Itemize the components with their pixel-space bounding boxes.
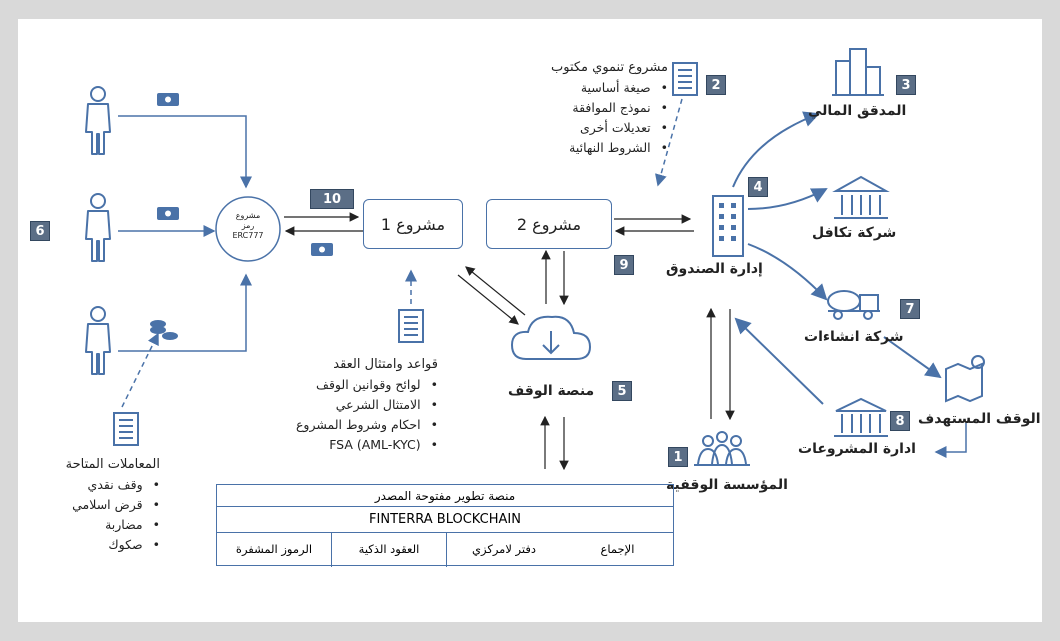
coins-icon <box>150 320 178 340</box>
list-item: مضاربة <box>34 515 160 535</box>
token-circle-line: مشروع <box>235 211 261 220</box>
cement-truck-icon <box>827 290 880 320</box>
rules-doc-list: قواعد وامتثال العقد لوائح وقوانين الوقف … <box>268 355 438 455</box>
blockchain-cell: دفتر لامركزي <box>446 533 561 567</box>
person-icon <box>85 306 111 375</box>
list-item: صكوك <box>34 535 160 555</box>
list-item: صيغة أساسية <box>498 78 668 98</box>
office-building-icon <box>712 195 744 257</box>
transactions-list: المعاملات المتاحة وقف نقدي قرض اسلامي مض… <box>34 455 160 555</box>
project-doc-heading: مشروع تنموي مكتوب <box>551 60 668 75</box>
money-icon <box>311 243 333 256</box>
blockchain-row: FINTERRA BLOCKCHAIN <box>217 507 673 533</box>
person-icon <box>85 86 111 155</box>
token-circle-line: رمز <box>241 221 255 230</box>
rules-doc-heading: قواعد وامتثال العقد <box>333 357 438 372</box>
badge-1: 1 <box>668 447 688 467</box>
badge-6: 6 <box>30 221 50 241</box>
blockchain-cells-row: الإجماع دفتر لامركزي العقود الذكية الرمو… <box>217 533 673 567</box>
transactions-heading: المعاملات المتاحة <box>65 457 160 472</box>
badge-7: 7 <box>900 299 920 319</box>
badge-9: 9 <box>614 255 634 275</box>
auditor-label: المدقق المالي <box>808 103 907 119</box>
badge-8: 8 <box>890 411 910 431</box>
money-icon <box>157 93 179 106</box>
list-item: تعديلات أخرى <box>498 118 668 138</box>
person-icon <box>85 193 111 262</box>
cloud-download-icon <box>510 315 592 360</box>
badge-2: 2 <box>706 75 726 95</box>
group-icon <box>694 431 750 466</box>
target-waqf-label: الوقف المستهدف <box>918 411 1041 427</box>
blockchain-cell: العقود الذكية <box>331 533 446 567</box>
badge-10: 10 <box>310 189 354 209</box>
money-icon <box>157 207 179 220</box>
list-item: قرض اسلامي <box>34 495 160 515</box>
bank-building-icon <box>834 397 888 437</box>
takaful-label: شركة تكافل <box>812 225 897 241</box>
document-icon <box>113 412 139 446</box>
badge-4: 4 <box>748 177 768 197</box>
blockchain-cell: الإجماع <box>600 542 635 556</box>
project-1-box: مشروع 1 <box>363 199 463 249</box>
token-circle-label: مشروع رمز ERC777 <box>220 211 276 241</box>
token-circle-line: ERC777 <box>232 231 264 240</box>
blockchain-row: منصة تطوير مفتوحة المصدر <box>217 485 673 507</box>
list-item: نموذج الموافقة <box>498 98 668 118</box>
construction-label: شركة انشاءات <box>804 329 904 345</box>
list-item: الشروط النهائية <box>498 138 668 158</box>
blockchain-table: منصة تطوير مفتوحة المصدر FINTERRA BLOCKC… <box>216 484 674 567</box>
waqf-institution-label: المؤسسة الوقفية <box>666 477 788 493</box>
projects-management-label: ادارة المشروعات <box>798 441 916 457</box>
project-doc-list: مشروع تنموي مكتوب صيغة أساسية نموذج المو… <box>498 58 668 158</box>
blockchain-cell: الرموز المشفرة <box>235 542 313 556</box>
document-icon <box>672 62 698 96</box>
list-item: الامتثال الشرعي <box>268 395 438 415</box>
bank-building-icon <box>832 175 890 219</box>
diagram-canvas: مشروع رمز ERC777 مشروع 1 مشروع 2 6 10 2 … <box>18 19 1042 622</box>
badge-5: 5 <box>612 381 632 401</box>
map-icon <box>945 355 985 403</box>
project-2-box: مشروع 2 <box>486 199 612 249</box>
city-buildings-icon <box>832 48 884 96</box>
waqf-platform-label: منصة الوقف <box>508 383 595 399</box>
document-icon <box>398 309 424 343</box>
list-item: احكام وشروط المشروع <box>268 415 438 435</box>
list-item: FSA (AML-KYC) <box>268 435 438 455</box>
fund-management-label: إدارة الصندوق <box>666 261 763 277</box>
diagram-connectors <box>85 48 985 471</box>
token-circle <box>215 196 281 262</box>
badge-3: 3 <box>896 75 916 95</box>
list-item: وقف نقدي <box>34 475 160 495</box>
list-item: لوائح وقوانين الوقف <box>268 375 438 395</box>
